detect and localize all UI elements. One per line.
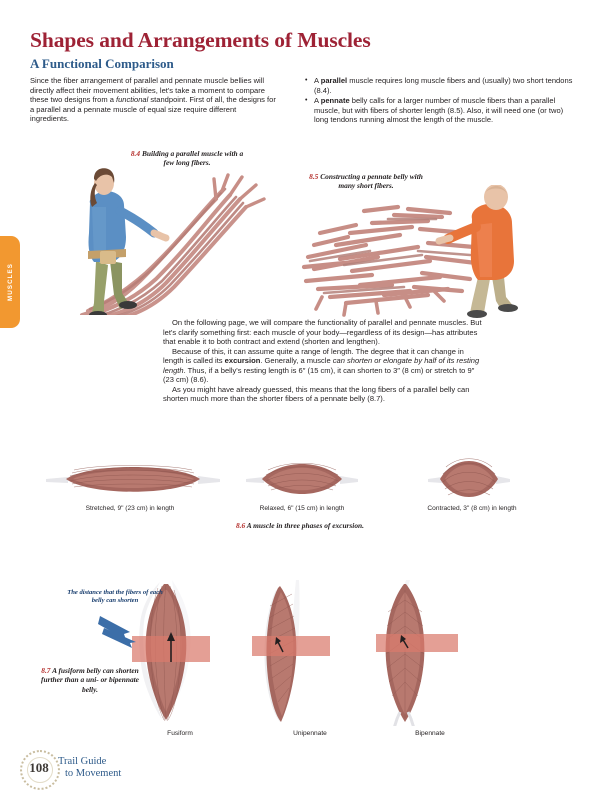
body-paragraph-3: As you might have already guessed, this …	[163, 384, 470, 404]
figure-8-5-number: 8.5	[309, 172, 319, 181]
figure-8-7-illustration	[100, 578, 500, 726]
muscle-contracted	[428, 458, 510, 497]
figure-8-7-number: 8.7	[41, 666, 51, 675]
body-paragraph-1: On the following page, we will compare t…	[163, 318, 482, 347]
book-title-line1: Trail Guide	[58, 756, 107, 767]
figure-8-7-text: A fusiform belly can shorten further tha…	[41, 666, 139, 694]
pennate-label-unipennate: Unipennate	[293, 730, 327, 737]
muscle-stretched	[46, 465, 220, 492]
page-subtitle: A Functional Comparison	[30, 56, 174, 71]
annotation-arrow-icon	[96, 612, 152, 648]
page-number: 108	[29, 760, 49, 775]
pennate-label-fusiform: Fusiform	[167, 730, 193, 737]
intro-paragraph: Since the fiber arrangement of parallel …	[30, 76, 276, 124]
ingredient-bullet-list: A parallel muscle requires long muscle f…	[305, 75, 573, 126]
figure-8-4-illustration	[70, 155, 310, 315]
excursion-label-relaxed: Relaxed, 6" (15 cm) in length	[259, 505, 345, 512]
figure-8-6-caption: 8.6 A muscle in three phases of excursio…	[150, 521, 450, 530]
woman-figure	[88, 168, 170, 315]
bipennate-muscle	[376, 580, 458, 726]
list-item: A pennate belly calls for a larger numbe…	[305, 96, 573, 125]
book-title: Trail Guide to Movement	[58, 756, 121, 780]
body-paragraph-2: Because of this, it can assume quite a r…	[163, 346, 480, 385]
page-footer: 108 Trail Guide to Movement	[18, 748, 168, 790]
figure-8-7-caption: 8.7 A fusiform belly can shorten further…	[36, 666, 144, 694]
figure-8-5-caption: 8.5 Constructing a pennate belly with ma…	[300, 172, 432, 191]
page-title: Shapes and Arrangements of Muscles	[30, 28, 371, 52]
gear-icon	[20, 750, 60, 790]
figure-8-6-illustration	[28, 450, 580, 505]
fusiform-muscle	[132, 580, 210, 722]
figure-8-4-caption: 8.4 Building a parallel muscle with a fe…	[126, 149, 248, 168]
figure-8-6-text: A muscle in three phases of excursion.	[246, 521, 365, 530]
main-body-text: On the following page, we will compare t…	[163, 318, 483, 404]
man-figure	[435, 185, 518, 318]
excursion-label-stretched: Stretched, 9" (23 cm) in length	[85, 505, 175, 512]
list-item: A parallel muscle requires long muscle f…	[305, 75, 573, 95]
figure-8-4-number: 8.4	[130, 149, 141, 158]
book-title-line2: to Movement	[65, 768, 122, 779]
figure-8-6-number: 8.6	[235, 521, 246, 530]
figure-8-5-text: Constructing a pennate belly with many s…	[320, 172, 423, 191]
figure-8-4-text: Building a parallel muscle with a few lo…	[141, 149, 244, 168]
chapter-side-tab-label: MUSCLES	[6, 263, 14, 301]
shorten-distance-annotation: The distance that the fibers of each bel…	[67, 589, 163, 605]
unipennate-muscle	[252, 580, 330, 722]
excursion-label-contracted: Contracted, 3" (8 cm) in length	[427, 505, 517, 512]
pennate-label-bipennate: Bipennate	[415, 730, 445, 737]
figure-8-5-illustration	[300, 185, 570, 320]
muscle-relaxed	[246, 463, 358, 494]
chapter-side-tab: MUSCLES	[0, 236, 20, 328]
